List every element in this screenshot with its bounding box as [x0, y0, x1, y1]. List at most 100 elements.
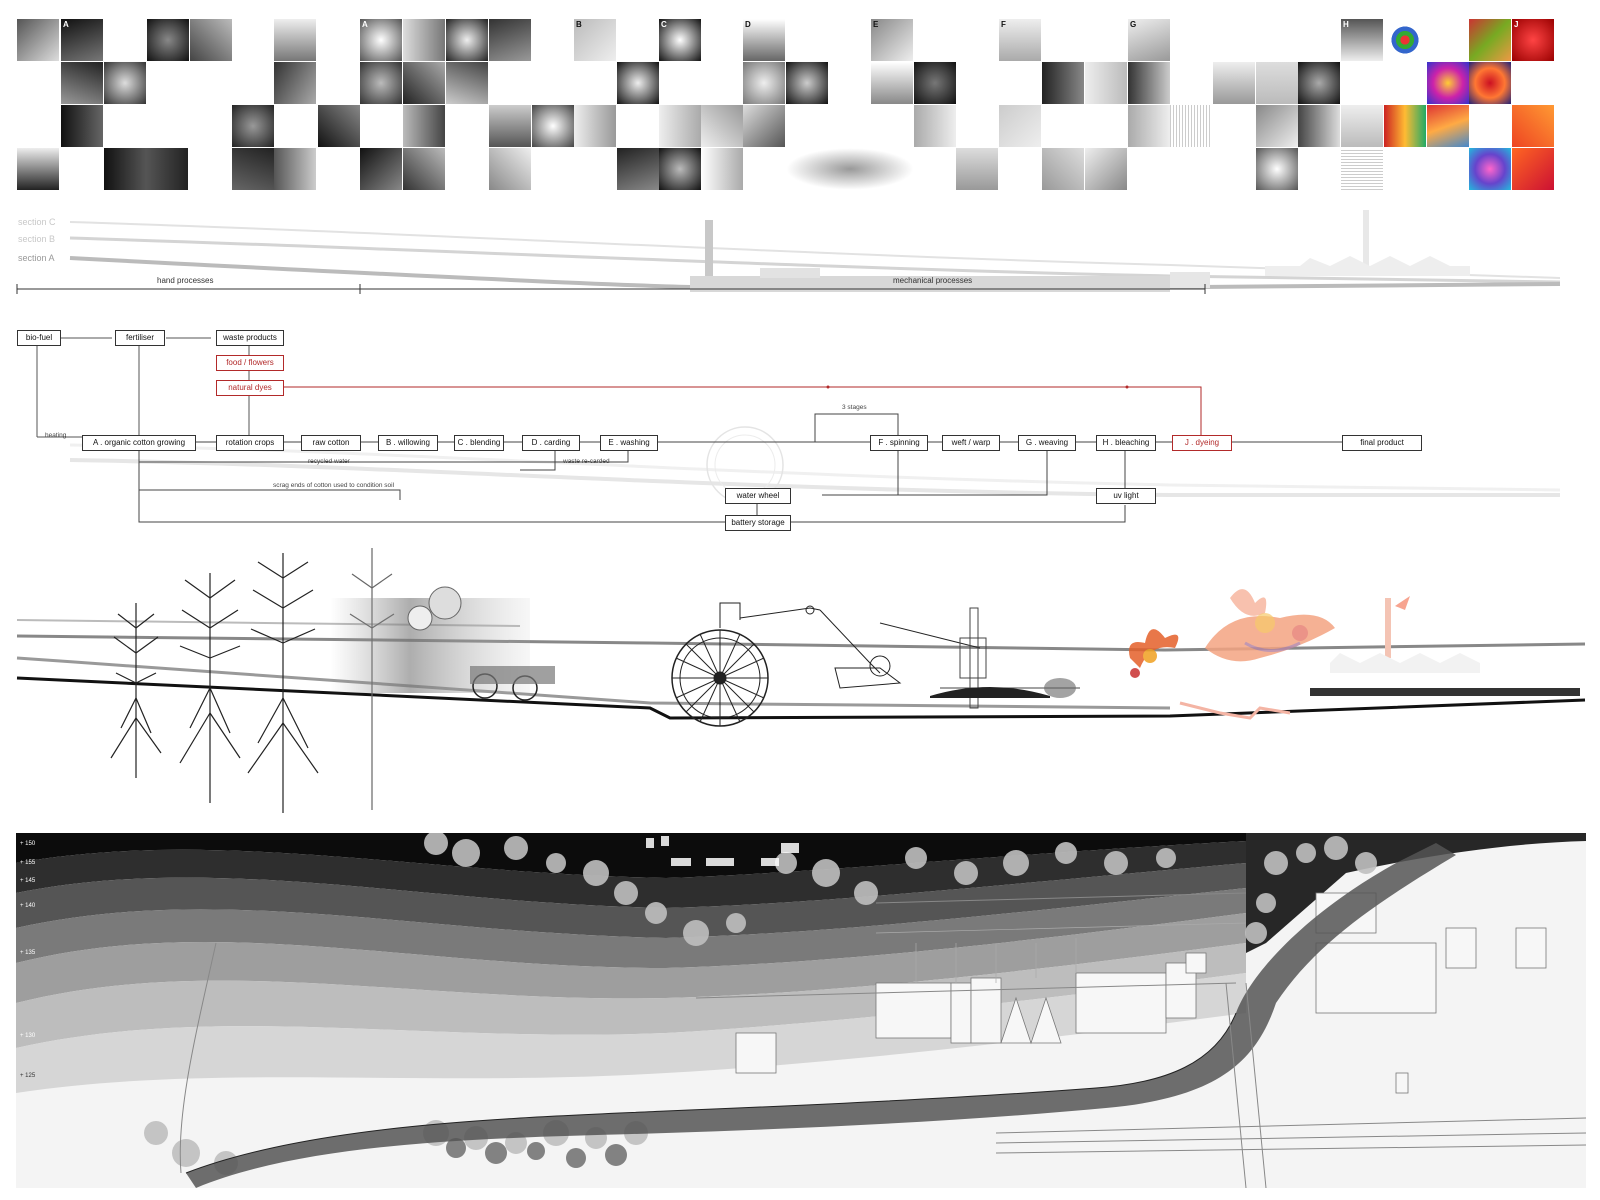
scrag-ends-note: scrag ends of cotton used to condition s… — [273, 482, 395, 489]
photo-tile — [274, 62, 316, 104]
photo-tile — [786, 62, 828, 104]
photo-tile — [318, 105, 360, 147]
photo-tile — [1128, 105, 1170, 147]
photo-tile — [147, 19, 189, 61]
hand-processes-label: hand processes — [157, 276, 214, 285]
photo-tile — [1298, 62, 1340, 104]
photo-tile — [446, 62, 488, 104]
site-plan-drawing — [16, 833, 1586, 1188]
carding-node: D . carding — [522, 435, 580, 451]
photo-tile: F — [999, 19, 1041, 61]
photo-tile — [61, 105, 103, 147]
group-letter: J — [1514, 20, 1519, 29]
photo-tile — [659, 148, 701, 190]
photo-tile — [659, 105, 701, 147]
photo-tile — [999, 105, 1041, 147]
process-flow-diagram: bio-fuel fertiliser waste products food … — [0, 325, 1600, 545]
tree-sketch — [110, 548, 395, 813]
photo-tile — [1298, 105, 1340, 147]
photo-strip: A A B C D E — [0, 0, 1600, 200]
site-plan: + 150 + 155 + 145 + 140 + 135 + 130 + 12… — [16, 833, 1586, 1188]
photo-tile — [61, 62, 103, 104]
photo-tile — [1085, 62, 1127, 104]
bio-fuel-node: bio-fuel — [17, 330, 61, 346]
photo-tile — [1170, 105, 1212, 147]
water-wheel-node: water wheel — [725, 488, 791, 504]
section-strip: section C section B section A hand proce… — [0, 210, 1600, 305]
photo-tile: B — [574, 19, 616, 61]
organic-cotton-node: A . organic cotton growing — [82, 435, 196, 451]
photo-tile — [1427, 62, 1469, 104]
dyeing-node: J . dyeing — [1172, 435, 1232, 451]
section-lines — [16, 210, 1561, 294]
photo-tile — [871, 62, 913, 104]
elevation-drawing — [16, 548, 1586, 813]
photo-tile: G — [1128, 19, 1170, 61]
photo-tile: H — [1341, 19, 1383, 61]
photo-tile — [104, 148, 188, 190]
group-letter: G — [1130, 20, 1137, 29]
photo-tile — [190, 19, 232, 61]
photo-tile — [1384, 19, 1426, 61]
photo-tile: D — [743, 19, 785, 61]
photo-tile: A — [61, 19, 103, 61]
photo-tile — [956, 148, 998, 190]
photo-tile — [1469, 148, 1511, 190]
battery-storage-node: battery storage — [725, 515, 791, 531]
photo-tile — [1256, 105, 1298, 147]
photo-tile — [17, 19, 59, 61]
photo-tile — [532, 105, 574, 147]
photo-tile — [1213, 62, 1255, 104]
photo-tile — [17, 148, 59, 190]
photo-tile — [617, 62, 659, 104]
group-letter: A — [63, 20, 69, 29]
mechanical-processes-label: mechanical processes — [893, 276, 973, 285]
fertiliser-node: fertiliser — [115, 330, 165, 346]
dye-colour-sketch — [1129, 589, 1335, 678]
photo-tile — [1469, 19, 1511, 61]
photo-tile — [1042, 62, 1084, 104]
waste-recarded-note: waste re-carded — [563, 458, 610, 465]
contour-label: + 150 — [20, 841, 36, 847]
food-flowers-node: food / flowers — [216, 355, 284, 371]
photo-tile — [360, 148, 402, 190]
photo-tile — [1256, 148, 1298, 190]
photo-tile — [489, 19, 531, 61]
water-wheel-sketch — [671, 602, 981, 727]
photo-tile — [1256, 62, 1298, 104]
bleaching-node: H . bleaching — [1096, 435, 1156, 451]
photo-tile — [489, 105, 531, 147]
photo-tile — [914, 62, 956, 104]
photo-tile — [1341, 148, 1383, 190]
photo-tile — [274, 19, 316, 61]
three-stages-note: 3 stages — [842, 404, 867, 411]
section-b-label: section B — [18, 234, 56, 244]
section-c-label: section C — [18, 217, 56, 227]
recycled-water-note: recycled water — [308, 458, 350, 465]
group-letter: D — [745, 20, 751, 29]
section-a-label: section A — [18, 253, 55, 263]
photo-tile — [617, 148, 659, 190]
photo-tile — [360, 62, 402, 104]
contour-label: + 140 — [20, 903, 36, 909]
photo-tile — [403, 148, 445, 190]
photo-tile — [574, 105, 616, 147]
photo-tile — [786, 148, 914, 190]
photo-tile — [1384, 105, 1426, 147]
photo-tile — [446, 19, 488, 61]
weaving-node: G . weaving — [1018, 435, 1076, 451]
group-letter: F — [1001, 20, 1006, 29]
group-letter: E — [873, 20, 879, 29]
photo-tile — [1512, 105, 1554, 147]
photo-tile — [1128, 62, 1170, 104]
photo-tile — [1469, 62, 1511, 104]
photo-tile — [1341, 105, 1383, 147]
group-letter: C — [661, 20, 667, 29]
photo-tile — [232, 105, 274, 147]
photo-tile — [403, 62, 445, 104]
photo-tile: E — [871, 19, 913, 61]
spinning-node: F . spinning — [870, 435, 928, 451]
photo-tile — [743, 105, 785, 147]
blending-node: C . blending — [454, 435, 504, 451]
group-letter: B — [576, 20, 582, 29]
